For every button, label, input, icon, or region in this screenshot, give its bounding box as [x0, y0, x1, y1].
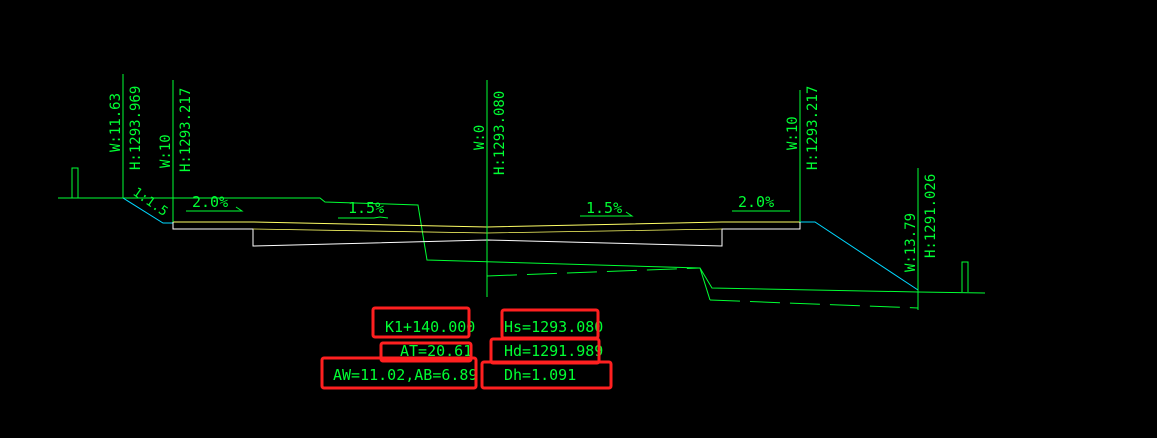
grade-right-shoulder: 2.0%: [738, 193, 774, 211]
grade-arrow-left-lane: [338, 216, 389, 219]
ground-elevation-label: Hd=1291.989: [504, 342, 603, 360]
right-outer-width-label: W:13.79: [903, 213, 919, 272]
ground-dashed-line-right: [709, 299, 919, 309]
right-edge-width-label: W:10: [785, 116, 801, 150]
design-elevation-label: Hs=1293.080: [504, 318, 603, 336]
station-label: K1+140.000: [385, 318, 475, 336]
right-slope: [800, 221, 919, 291]
highlight-height-diff: [480, 360, 613, 390]
ground-dashed-line: [486, 267, 701, 277]
grade-left-lane: 1.5%: [348, 199, 384, 217]
left-edge-elevation-label: H:1293.217: [178, 88, 194, 172]
grade-left-shoulder: 2.0%: [192, 193, 228, 211]
grade-arrow-right-lane: [580, 211, 634, 217]
highlight-areas: [320, 356, 478, 390]
highlight-station: [371, 306, 471, 339]
left-edge-width-label: W:10: [158, 134, 174, 168]
ground-tail: [917, 291, 986, 294]
right-outer-elevation-label: H:1291.026: [923, 174, 939, 258]
right-edge-elevation-label: H:1293.217: [805, 86, 821, 170]
left-outer-width-label: W:11.63: [108, 93, 124, 152]
highlight-area-total: [379, 341, 473, 363]
areas-label: AW=11.02,AB=6.89: [333, 366, 478, 384]
grade-right-lane: 1.5%: [586, 199, 622, 217]
centerline-width-label: W:0: [472, 125, 488, 150]
centerline-elevation-label: H:1293.080: [492, 91, 508, 175]
ground-line: [58, 197, 919, 293]
ground-drop: [699, 267, 711, 301]
height-diff-label: Dh=1.091: [504, 366, 576, 384]
left-outer-elevation-label: H:1293.969: [128, 86, 144, 170]
right-post: [961, 261, 969, 292]
left-slope: [122, 197, 173, 224]
grade-arrow-left-shoulder: [186, 206, 244, 212]
area-total-label: AT=20.61: [400, 342, 472, 360]
left-post: [71, 167, 79, 198]
